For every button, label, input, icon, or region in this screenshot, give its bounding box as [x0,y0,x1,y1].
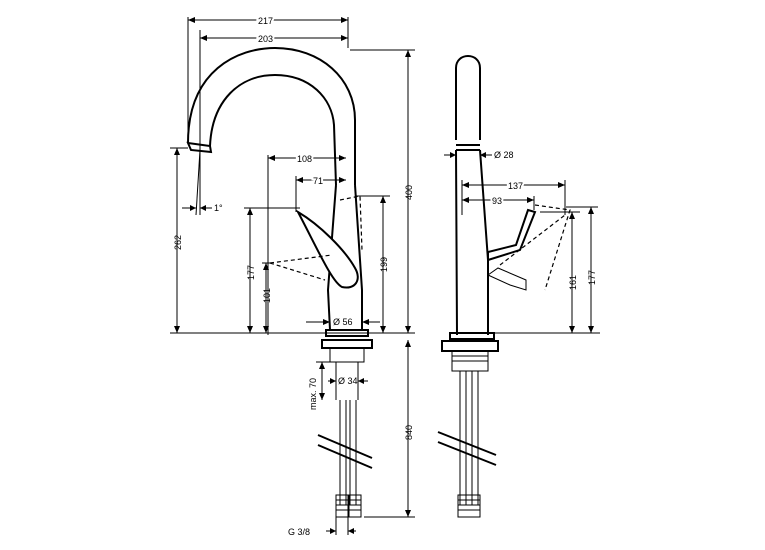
dim-max70: max. 70 [308,378,318,410]
faucet-body [326,184,363,331]
dim-34: Ø 34 [338,376,358,386]
dim-g38: G 3/8 [288,527,310,537]
dim-217: 217 [258,16,273,26]
dim-400: 400 [404,185,414,200]
dim-108: 108 [297,154,312,164]
dim-262: 262 [173,235,183,250]
hose-fitting-left [335,494,349,518]
dim-177-left: 177 [246,265,256,280]
spout-inner [209,73,337,186]
dim-93: 93 [492,196,502,206]
dim-137: 137 [508,181,523,191]
dim-71: 71 [313,176,323,186]
dim-840: 840 [404,425,414,440]
mounting-plate [321,339,373,349]
front-view [186,46,373,518]
front-dimensions: 217 203 108 71 400 262 [170,14,415,537]
mount-nut [329,347,365,363]
dim-161: 161 [568,275,578,290]
side-view [437,55,571,518]
body-side [455,149,489,336]
spout-side [455,55,481,140]
side-dimensions: Ø 28 137 93 161 177 [444,150,600,334]
dim-199: 199 [379,257,389,272]
dim-177-right: 177 [587,270,597,285]
hose-fitting-right [348,494,362,518]
spout-tip [186,141,213,154]
lever-side [487,208,537,262]
dim-56: Ø 56 [333,317,353,327]
dim-203: 203 [258,34,273,44]
lever-handle [295,209,359,289]
dim-28: Ø 28 [494,150,514,160]
lever-side-swing [499,204,571,291]
dim-1deg: 1° [214,203,223,213]
dim-101: 101 [262,288,272,303]
lever-swing-dash [269,195,363,281]
spout-outer [187,46,356,185]
